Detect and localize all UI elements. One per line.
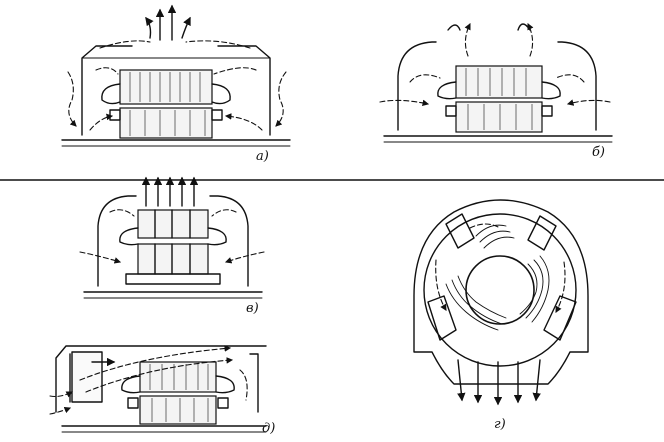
panel-d: д) xyxy=(49,345,275,436)
label-d: д) xyxy=(262,421,275,436)
panel-v: в) xyxy=(79,176,265,316)
panel-g: г) xyxy=(413,199,589,432)
label-b: б) xyxy=(592,145,605,160)
label-v: в) xyxy=(246,301,259,316)
label-a: а) xyxy=(256,149,269,164)
panel-b: б) xyxy=(379,23,613,160)
panel-a: а) xyxy=(61,4,291,164)
label-g: г) xyxy=(494,417,506,432)
